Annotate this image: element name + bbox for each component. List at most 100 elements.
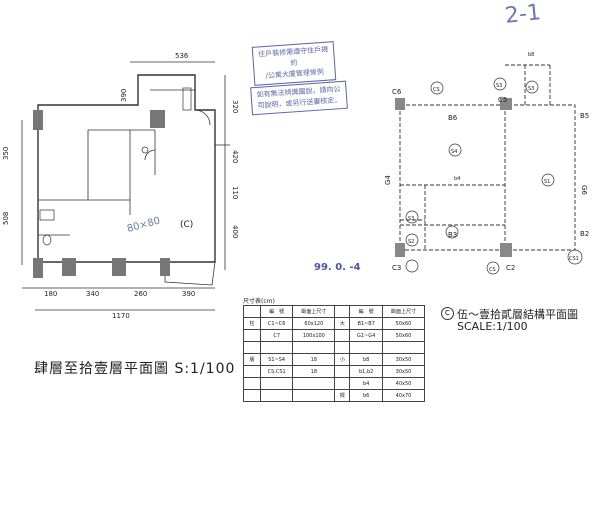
slab-label-s1: S1 xyxy=(544,179,550,185)
table-cell: b6 xyxy=(349,389,383,402)
table-cell: 30x50 xyxy=(381,353,426,366)
table-cell xyxy=(334,341,351,354)
table-cell xyxy=(381,341,426,354)
table-header-cell xyxy=(243,305,261,318)
table-cell xyxy=(334,329,351,342)
table-header-cell: 編 號 xyxy=(259,305,294,318)
table-header-row: 編 號 斷面上尺寸 編 號 斷面上尺寸 xyxy=(243,305,426,318)
beam-label-b3: B3 xyxy=(448,231,457,239)
table-cell: 50x60 xyxy=(381,329,426,342)
dim-inner: 390 xyxy=(120,89,128,102)
table-caption: 尺寸表(cm) xyxy=(243,298,275,305)
table-cell: C1~C6 xyxy=(259,317,294,330)
table-cell: 40x50 xyxy=(381,377,426,390)
beam-label-b2: B2 xyxy=(580,230,589,238)
dim-bottom-3: 260 xyxy=(134,290,147,298)
table-cell xyxy=(259,377,294,390)
dim-top: 536 xyxy=(175,52,189,60)
table-cell xyxy=(292,341,336,354)
table-row: C7 100x100 G1~G4 50x60 xyxy=(243,329,426,342)
table-cell: B1~B7 xyxy=(349,317,383,330)
table-row: 版 S1~S4 18 小 b8 30x50 xyxy=(243,353,426,366)
table-header-cell xyxy=(334,305,351,318)
table-row: 柱 C1~C6 60x120 大 B1~B7 50x60 xyxy=(243,317,426,330)
table-row: 樑 b6 40x70 xyxy=(243,389,426,402)
table-cell: 版 xyxy=(243,353,261,366)
slab-label-s2: S2 xyxy=(408,239,414,245)
table-cell: 柱 xyxy=(243,317,261,330)
table-cell xyxy=(349,341,383,354)
dim-total: 1170 xyxy=(112,312,130,320)
table-header-cell: 斷面上尺寸 xyxy=(381,305,426,318)
table-cell xyxy=(243,365,261,378)
table-cell: 100x100 xyxy=(292,329,336,342)
date-stamp: 99. 0. -4 xyxy=(314,262,361,273)
col-label-cs1: CS1 xyxy=(569,256,579,262)
dim-right-2: 420 xyxy=(231,150,239,163)
structure-plan-title: 伍～壹拾貳層結構平面圖 xyxy=(457,308,578,321)
beam-label-g6: G6 xyxy=(580,185,588,195)
table-cell: S1~S4 xyxy=(259,353,294,366)
floor-plan-drawing: 536 350 508 320 420 110 400 390 180 340 … xyxy=(2,52,239,320)
table-cell xyxy=(292,377,336,390)
table-cell: 18 xyxy=(292,353,336,366)
table-cell xyxy=(243,341,261,354)
dim-bottom-1: 180 xyxy=(44,290,57,298)
beam-label-b4: b4 xyxy=(454,176,460,182)
table-header-cell: 斷面上尺寸 xyxy=(292,305,336,318)
table-cell: 30x50 xyxy=(381,365,426,378)
dimension-table: 編 號 斷面上尺寸 編 號 斷面上尺寸 柱 C1~C6 60x120 大 B1~… xyxy=(243,305,426,402)
col-label-c3: C3 xyxy=(392,264,401,272)
circle-mark: C xyxy=(441,307,454,320)
slab-label-s3: S3 xyxy=(408,216,414,222)
table-cell: b8 xyxy=(349,353,383,366)
regulation-stamp: 住戶裝修需遵守住戶規約 /公寓大廈管理條例 xyxy=(251,41,337,86)
col-label-c5: C5 xyxy=(498,96,507,104)
sheet-number-handwriting: 2-1 xyxy=(503,0,543,29)
slab-label-s3: S3 xyxy=(528,86,534,92)
dim-right-1: 320 xyxy=(231,100,239,113)
slab-label-s4: S4 xyxy=(451,149,457,155)
dim-right-3: 110 xyxy=(231,186,239,199)
table-cell: 樑 xyxy=(334,389,351,402)
table-cell: CS,CS1 xyxy=(259,365,294,378)
table-cell xyxy=(259,389,294,402)
dim-left-1: 350 xyxy=(2,147,10,160)
table-cell: 大 xyxy=(334,317,351,330)
dim-left-2: 508 xyxy=(2,212,10,225)
col-label-cs: CS xyxy=(489,267,496,273)
beam-label-b5: B5 xyxy=(580,112,589,120)
table-cell xyxy=(243,329,261,342)
table-header-cell: 編 號 xyxy=(349,305,383,318)
table-cell xyxy=(334,365,351,378)
table-cell: b1,b2 xyxy=(349,365,383,378)
table-cell: 小 xyxy=(334,353,351,366)
table-cell xyxy=(243,389,261,402)
dim-right-4: 400 xyxy=(231,225,239,238)
structure-plan-drawing: C6 C5 C3 C2 CS CS CS1 B6 B5 B3 B2 G4 b4 … xyxy=(384,52,589,275)
room-size-handwriting: 80×80 xyxy=(126,216,162,235)
table-cell xyxy=(243,377,261,390)
table-cell xyxy=(334,377,351,390)
table-cell: 18 xyxy=(292,365,336,378)
table-row: CS,CS1 18 b1,b2 30x50 xyxy=(243,365,426,378)
structure-plan-scale: SCALE:1/100 xyxy=(457,320,528,333)
dim-bottom-2: 340 xyxy=(86,290,99,298)
dim-bottom-4: 390 xyxy=(182,290,195,298)
beam-label-b6: B6 xyxy=(448,114,458,122)
column-blocks xyxy=(33,110,170,278)
table-cell: G1~G4 xyxy=(349,329,383,342)
table-cell xyxy=(259,341,294,354)
table-cell: 50x60 xyxy=(381,317,426,330)
beam-label-b8: b8 xyxy=(528,52,534,58)
table-cell: 40x70 xyxy=(381,389,426,402)
notice-stamp: 如有無法辨識圖說，請向公 司說明，或另行送審核定。 xyxy=(250,80,348,116)
table-row: b4 40x50 xyxy=(243,377,426,390)
col-label-cs: CS xyxy=(433,87,440,93)
table-cell: C7 xyxy=(259,329,294,342)
unit-label: (C) xyxy=(180,220,193,230)
slab-label-s3: S3 xyxy=(496,83,502,89)
col-label-c6: C6 xyxy=(392,88,402,96)
table-row xyxy=(243,341,426,354)
col-label-c2: C2 xyxy=(506,264,515,272)
